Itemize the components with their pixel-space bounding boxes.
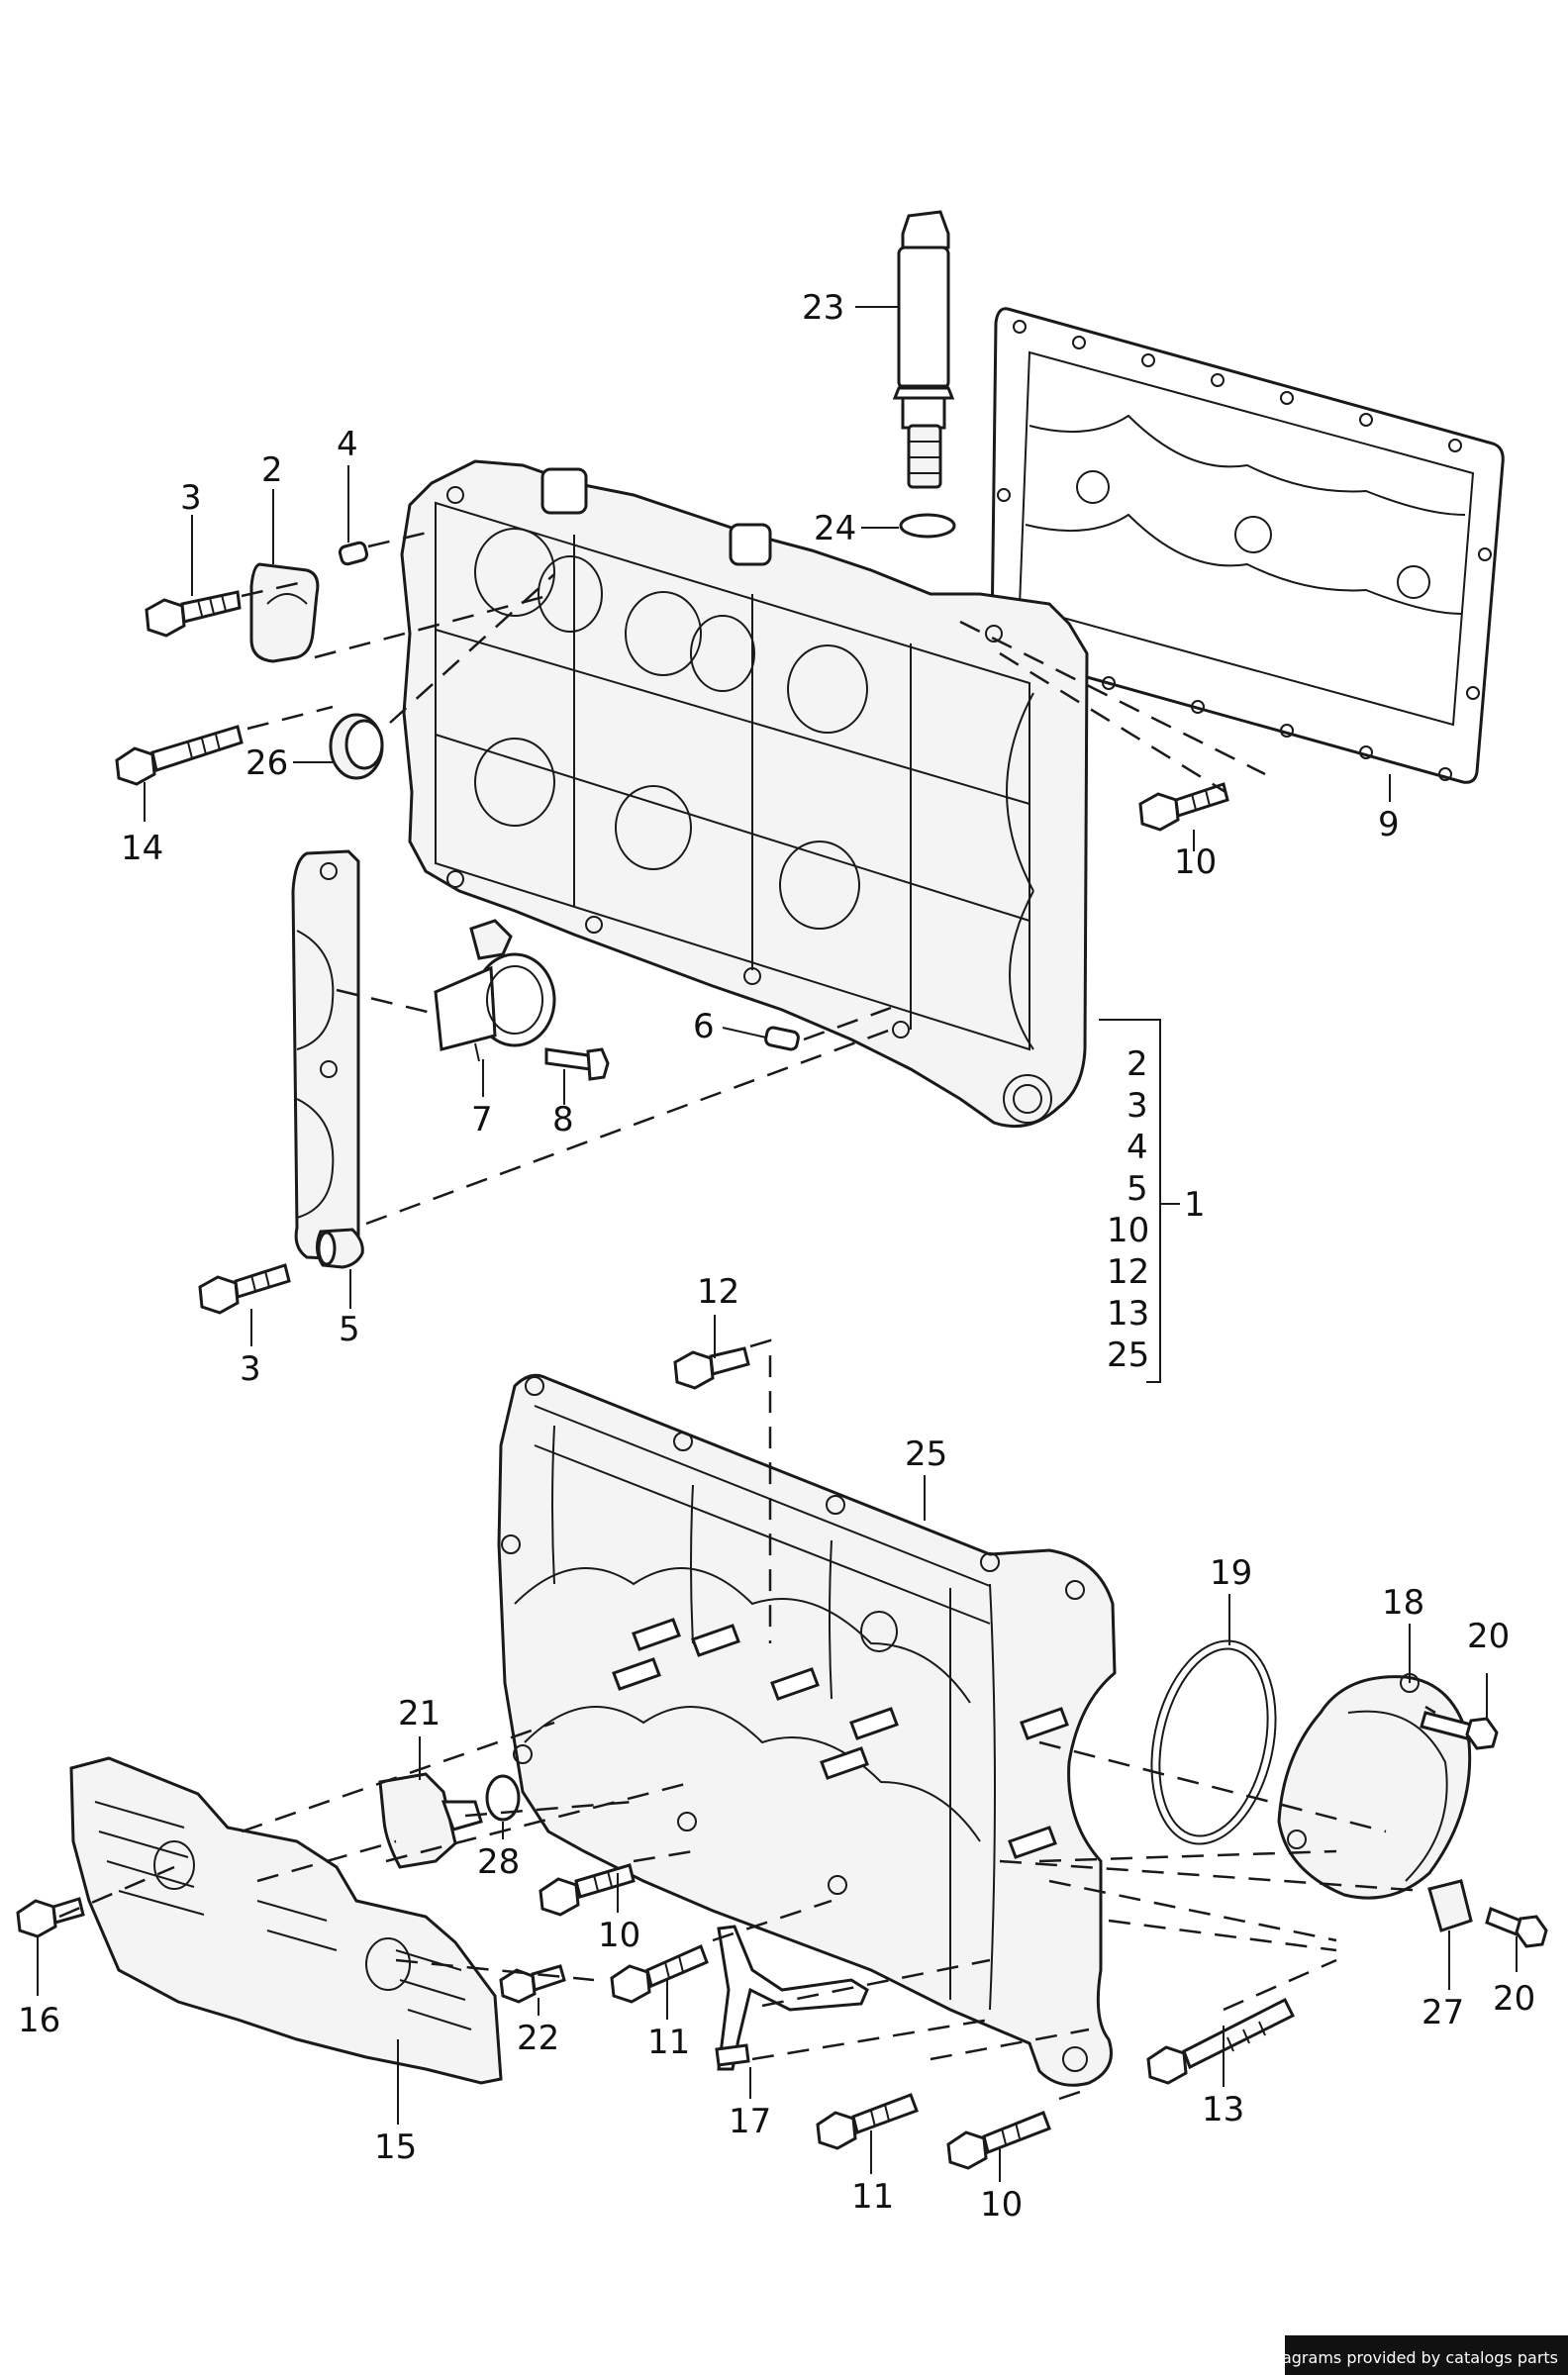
bracket-part-17 bbox=[715, 1925, 869, 2071]
seal-ring-part-19 bbox=[1150, 1639, 1277, 1845]
assembly-lines-upper bbox=[241, 529, 1266, 1226]
heat-shield-part-15 bbox=[69, 1756, 503, 2085]
label-15: 15 bbox=[374, 2128, 417, 2167]
label-2: 2 bbox=[261, 450, 283, 490]
label-27: 27 bbox=[1421, 1993, 1464, 2032]
label-5: 5 bbox=[339, 1310, 360, 1349]
label-7: 7 bbox=[471, 1100, 493, 1139]
label-list-item: 10 bbox=[1107, 1211, 1149, 1250]
label-9: 9 bbox=[1378, 805, 1400, 844]
label-3-upper: 3 bbox=[180, 478, 202, 518]
label-20-upper: 20 bbox=[1467, 1617, 1510, 1656]
label-list-item: 25 bbox=[1107, 1336, 1149, 1375]
label-list-item: 3 bbox=[1127, 1086, 1148, 1126]
label-3-lower: 3 bbox=[240, 1349, 261, 1389]
bearing-bridge bbox=[291, 849, 360, 1261]
label-10-bottom: 10 bbox=[980, 2185, 1023, 2225]
shaft-seal-part-26 bbox=[329, 713, 384, 780]
label-13: 13 bbox=[1202, 2090, 1244, 2129]
bolt-part-10-middle bbox=[539, 1863, 636, 1917]
label-list-item: 4 bbox=[1127, 1128, 1148, 1167]
camshaft-cover-part-25 bbox=[497, 1373, 1117, 2087]
label-16: 16 bbox=[18, 2001, 60, 2040]
label-6: 6 bbox=[693, 1007, 715, 1046]
o-ring-part-24 bbox=[899, 513, 956, 539]
label-12: 12 bbox=[697, 1272, 739, 1312]
bolt-part-14 bbox=[115, 725, 244, 786]
bolt-part-10-bottom bbox=[946, 2111, 1051, 2170]
label-23: 23 bbox=[802, 288, 844, 328]
dowel-part-6 bbox=[764, 1026, 800, 1051]
label-1: 1 bbox=[1184, 1185, 1206, 1225]
bolt-part-22 bbox=[499, 1964, 566, 2004]
label-list-item: 5 bbox=[1127, 1169, 1148, 1209]
bolt-part-3-lower bbox=[198, 1263, 291, 1315]
credit-bar: Diagrams provided by catalogs parts bbox=[1265, 2335, 1568, 2375]
sleeve-part-5 bbox=[316, 1228, 364, 1269]
bolt-part-10-upper bbox=[1138, 782, 1229, 832]
label-18: 18 bbox=[1382, 1583, 1424, 1623]
sensor-part-21 bbox=[378, 1772, 483, 1869]
label-25: 25 bbox=[905, 1435, 947, 1474]
label-17: 17 bbox=[729, 2102, 771, 2141]
leader-lines bbox=[37, 306, 1518, 2182]
label-19: 19 bbox=[1210, 1553, 1252, 1593]
label-24: 24 bbox=[814, 509, 856, 548]
assembly-lines-lower bbox=[58, 1338, 1436, 2101]
label-list-item: 2 bbox=[1127, 1044, 1148, 1084]
label-20-lower: 20 bbox=[1493, 1979, 1535, 2019]
bolt-part-8 bbox=[544, 1047, 610, 1081]
bolt-part-11-middle bbox=[610, 1943, 709, 2004]
label-22: 22 bbox=[517, 2019, 559, 2058]
label-14: 14 bbox=[121, 829, 163, 868]
gasket-part-9 bbox=[990, 307, 1505, 784]
label-4: 4 bbox=[337, 425, 358, 464]
label-list-item: 12 bbox=[1107, 1252, 1149, 1292]
bolt-part-13 bbox=[1146, 1997, 1296, 2085]
part-number-labels: 23 24 9 3 2 4 14 26 10 6 7 8 3 5 1 2 3 4… bbox=[18, 288, 1535, 2225]
camshaft-housing-part-1 bbox=[400, 459, 1089, 1129]
bolt-part-11-bottom bbox=[816, 2093, 919, 2150]
bolt-part-16 bbox=[16, 1897, 85, 1938]
bolt-part-3-upper bbox=[145, 590, 242, 638]
bolt-part-20-lower bbox=[1485, 1906, 1548, 1948]
label-21: 21 bbox=[398, 1694, 441, 1733]
label-11-middle: 11 bbox=[647, 2023, 690, 2062]
o-ring-part-28 bbox=[485, 1774, 521, 1822]
bolt-part-12 bbox=[673, 1346, 750, 1390]
cover-cap-part-18 bbox=[1277, 1673, 1472, 1900]
bearing-cap-part-2 bbox=[249, 562, 320, 663]
dowel-part-4 bbox=[338, 541, 369, 566]
label-8: 8 bbox=[552, 1100, 574, 1139]
solenoid-valve-part-23 bbox=[892, 210, 955, 489]
chain-tensioner-part-7 bbox=[434, 919, 556, 1062]
label-28: 28 bbox=[477, 1842, 520, 1882]
clip-part-27 bbox=[1427, 1879, 1473, 1932]
credit-text: Diagrams provided by catalogs parts bbox=[1265, 2348, 1558, 2367]
label-11-bottom: 11 bbox=[851, 2177, 894, 2217]
label-list-item: 13 bbox=[1107, 1294, 1149, 1334]
label-10-upper: 10 bbox=[1174, 842, 1217, 882]
label-26: 26 bbox=[245, 743, 288, 783]
label-10-middle: 10 bbox=[598, 1916, 640, 1955]
